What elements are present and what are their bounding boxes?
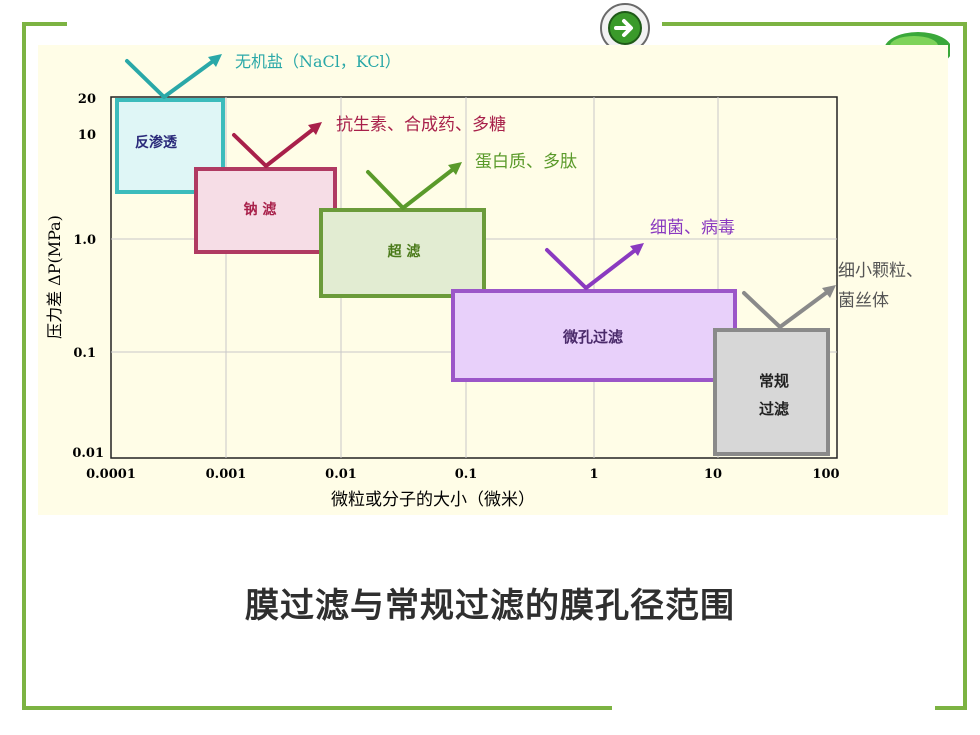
antibiotic-arrow [232, 122, 322, 168]
protein-label: 蛋白质、多肽 [475, 152, 577, 172]
x-axis-label: 微粒或分子的大小（微米） [331, 490, 535, 510]
nanofiltration-box: 钠 滤 [194, 167, 337, 254]
salt-arrow [125, 54, 222, 99]
particle-arrow [742, 285, 836, 329]
x-tick-label: 0.1 [455, 467, 478, 482]
frame-top-right-line [662, 22, 967, 26]
y-tick-label: 1.0 [73, 233, 96, 248]
protein-arrow [366, 162, 462, 210]
x-tick-label: 1 [589, 467, 598, 482]
frame-right-line [963, 22, 967, 710]
frame-bottom-left-line [22, 706, 612, 710]
microfiltration-box: 微孔过滤 [451, 289, 737, 382]
ultrafiltration-box: 超 滤 [319, 208, 486, 298]
frame-left-line [22, 22, 26, 710]
box-label: 反渗透 [135, 134, 178, 151]
salt-label: 无机盐（NaCl，KCl） [235, 52, 401, 71]
box-label: 钠 滤 [244, 201, 277, 218]
reverse-osmosis-box: 反渗透 [115, 98, 225, 194]
slide-caption: 膜过滤与常规过滤的膜孔径范围 [245, 586, 735, 626]
box-label: 微孔过滤 [562, 328, 623, 346]
y-axis-label: 压力差 ΔP(MPa) [45, 215, 64, 339]
x-tick-label: 100 [812, 467, 839, 482]
antibiotic-label: 抗生素、合成药、多糖 [336, 115, 506, 135]
y-tick-label: 0.1 [73, 346, 96, 361]
plot-frame [110, 96, 838, 459]
membrane-range-diagram: 20 10 1.0 0.1 0.01 0.0001 0.001 0.01 0.1… [45, 52, 923, 510]
conventional-filtration-box: 常规 过滤 [713, 328, 830, 456]
x-tick-label: 0.001 [206, 467, 247, 482]
particle-label-line2: 菌丝体 [838, 291, 889, 311]
x-tick-label: 0.0001 [86, 467, 136, 482]
diagram-panel: 20 10 1.0 0.1 0.01 0.0001 0.001 0.01 0.1… [38, 45, 948, 515]
right-arrow-icon [608, 11, 642, 45]
box-label-line2: 过滤 [759, 400, 789, 418]
bacteria-arrow [545, 243, 644, 290]
y-tick-label: 10 [78, 128, 96, 143]
particle-label-line1: 细小颗粒、 [838, 261, 923, 281]
y-tick-label: 20 [78, 92, 96, 107]
bacteria-label: 细菌、病毒 [650, 218, 735, 238]
y-tick-label: 0.01 [72, 446, 104, 461]
frame-bottom-right-line [935, 706, 967, 710]
x-tick-label: 10 [704, 467, 722, 482]
box-label-line1: 常规 [759, 372, 789, 390]
box-label: 超 滤 [387, 243, 421, 260]
x-tick-label: 0.01 [325, 467, 357, 482]
frame-top-left-line [22, 22, 67, 26]
